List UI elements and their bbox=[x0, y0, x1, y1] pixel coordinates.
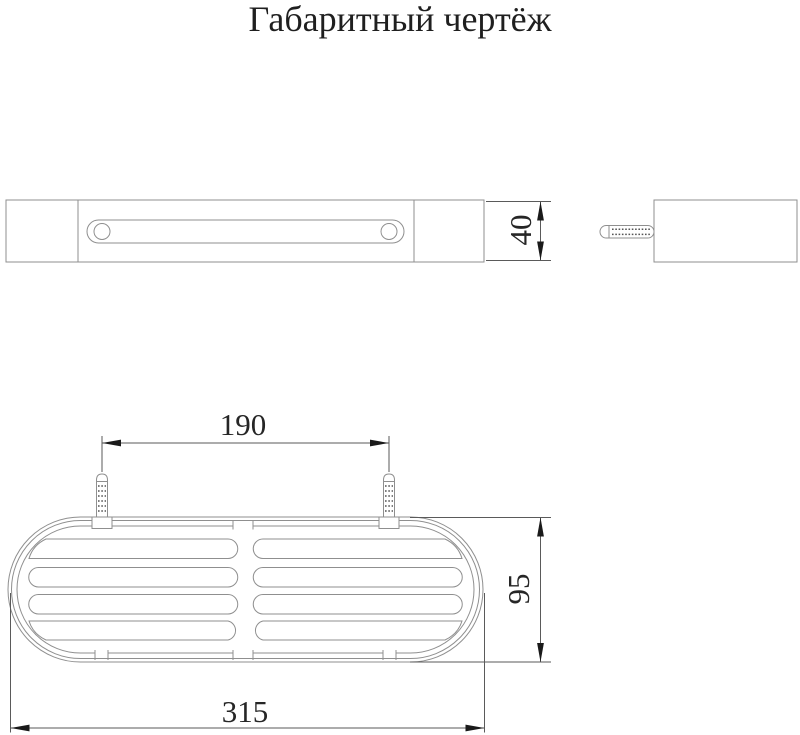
peg-collar bbox=[91, 516, 113, 529]
rim-notch-bottom-right bbox=[382, 650, 397, 660]
arrow-down-icon bbox=[537, 643, 544, 662]
end-view bbox=[599, 199, 798, 263]
arrow-up-icon bbox=[537, 517, 544, 537]
mounting-peg-right bbox=[378, 473, 400, 529]
slot-left-row1 bbox=[28, 538, 239, 559]
front-view bbox=[5, 199, 485, 263]
slot-left-row3 bbox=[28, 594, 239, 615]
shelf-outer-outline bbox=[7, 516, 484, 663]
slot-left-row2 bbox=[28, 567, 239, 588]
slot-right-row4 bbox=[255, 620, 463, 641]
arrow-left-icon bbox=[102, 439, 121, 447]
dimension-190: 190 bbox=[101, 407, 390, 472]
shelf-inner-flange bbox=[16, 525, 475, 654]
rim-notch-top-center bbox=[232, 520, 254, 530]
wall-plug-side bbox=[599, 225, 655, 239]
page-title: Габаритный чертёж bbox=[248, 0, 552, 39]
top-view bbox=[7, 473, 484, 663]
dim-value-315: 315 bbox=[222, 694, 269, 729]
dim-value-40: 40 bbox=[503, 215, 538, 246]
dimension-95: 95 bbox=[410, 517, 551, 663]
rim-notch-bottom-center bbox=[232, 650, 254, 660]
arrow-down-icon bbox=[537, 241, 544, 261]
dimension-40: 40 bbox=[486, 201, 551, 261]
mounting-hole-right bbox=[380, 223, 398, 240]
slot-left-row4 bbox=[28, 620, 236, 641]
slot-right-row1 bbox=[252, 538, 463, 559]
arrow-right-icon bbox=[370, 439, 389, 447]
arrow-right-icon bbox=[465, 724, 485, 732]
rim-notch-bottom-left bbox=[94, 650, 109, 660]
mounting-peg-left bbox=[91, 473, 113, 529]
peg-collar bbox=[378, 516, 400, 529]
dim-value-190: 190 bbox=[220, 407, 267, 442]
dimension-315: 315 bbox=[10, 593, 485, 733]
rail-mounting-slot bbox=[86, 219, 405, 244]
slot-right-row3 bbox=[252, 594, 463, 615]
arrow-left-icon bbox=[10, 724, 30, 732]
rail-section-outline bbox=[653, 199, 798, 263]
arrow-up-icon bbox=[537, 201, 544, 221]
shelf-mid-outline bbox=[11, 520, 480, 659]
mounting-hole-left bbox=[93, 223, 111, 240]
dim-value-95: 95 bbox=[501, 574, 536, 605]
slot-right-row2 bbox=[252, 567, 463, 588]
